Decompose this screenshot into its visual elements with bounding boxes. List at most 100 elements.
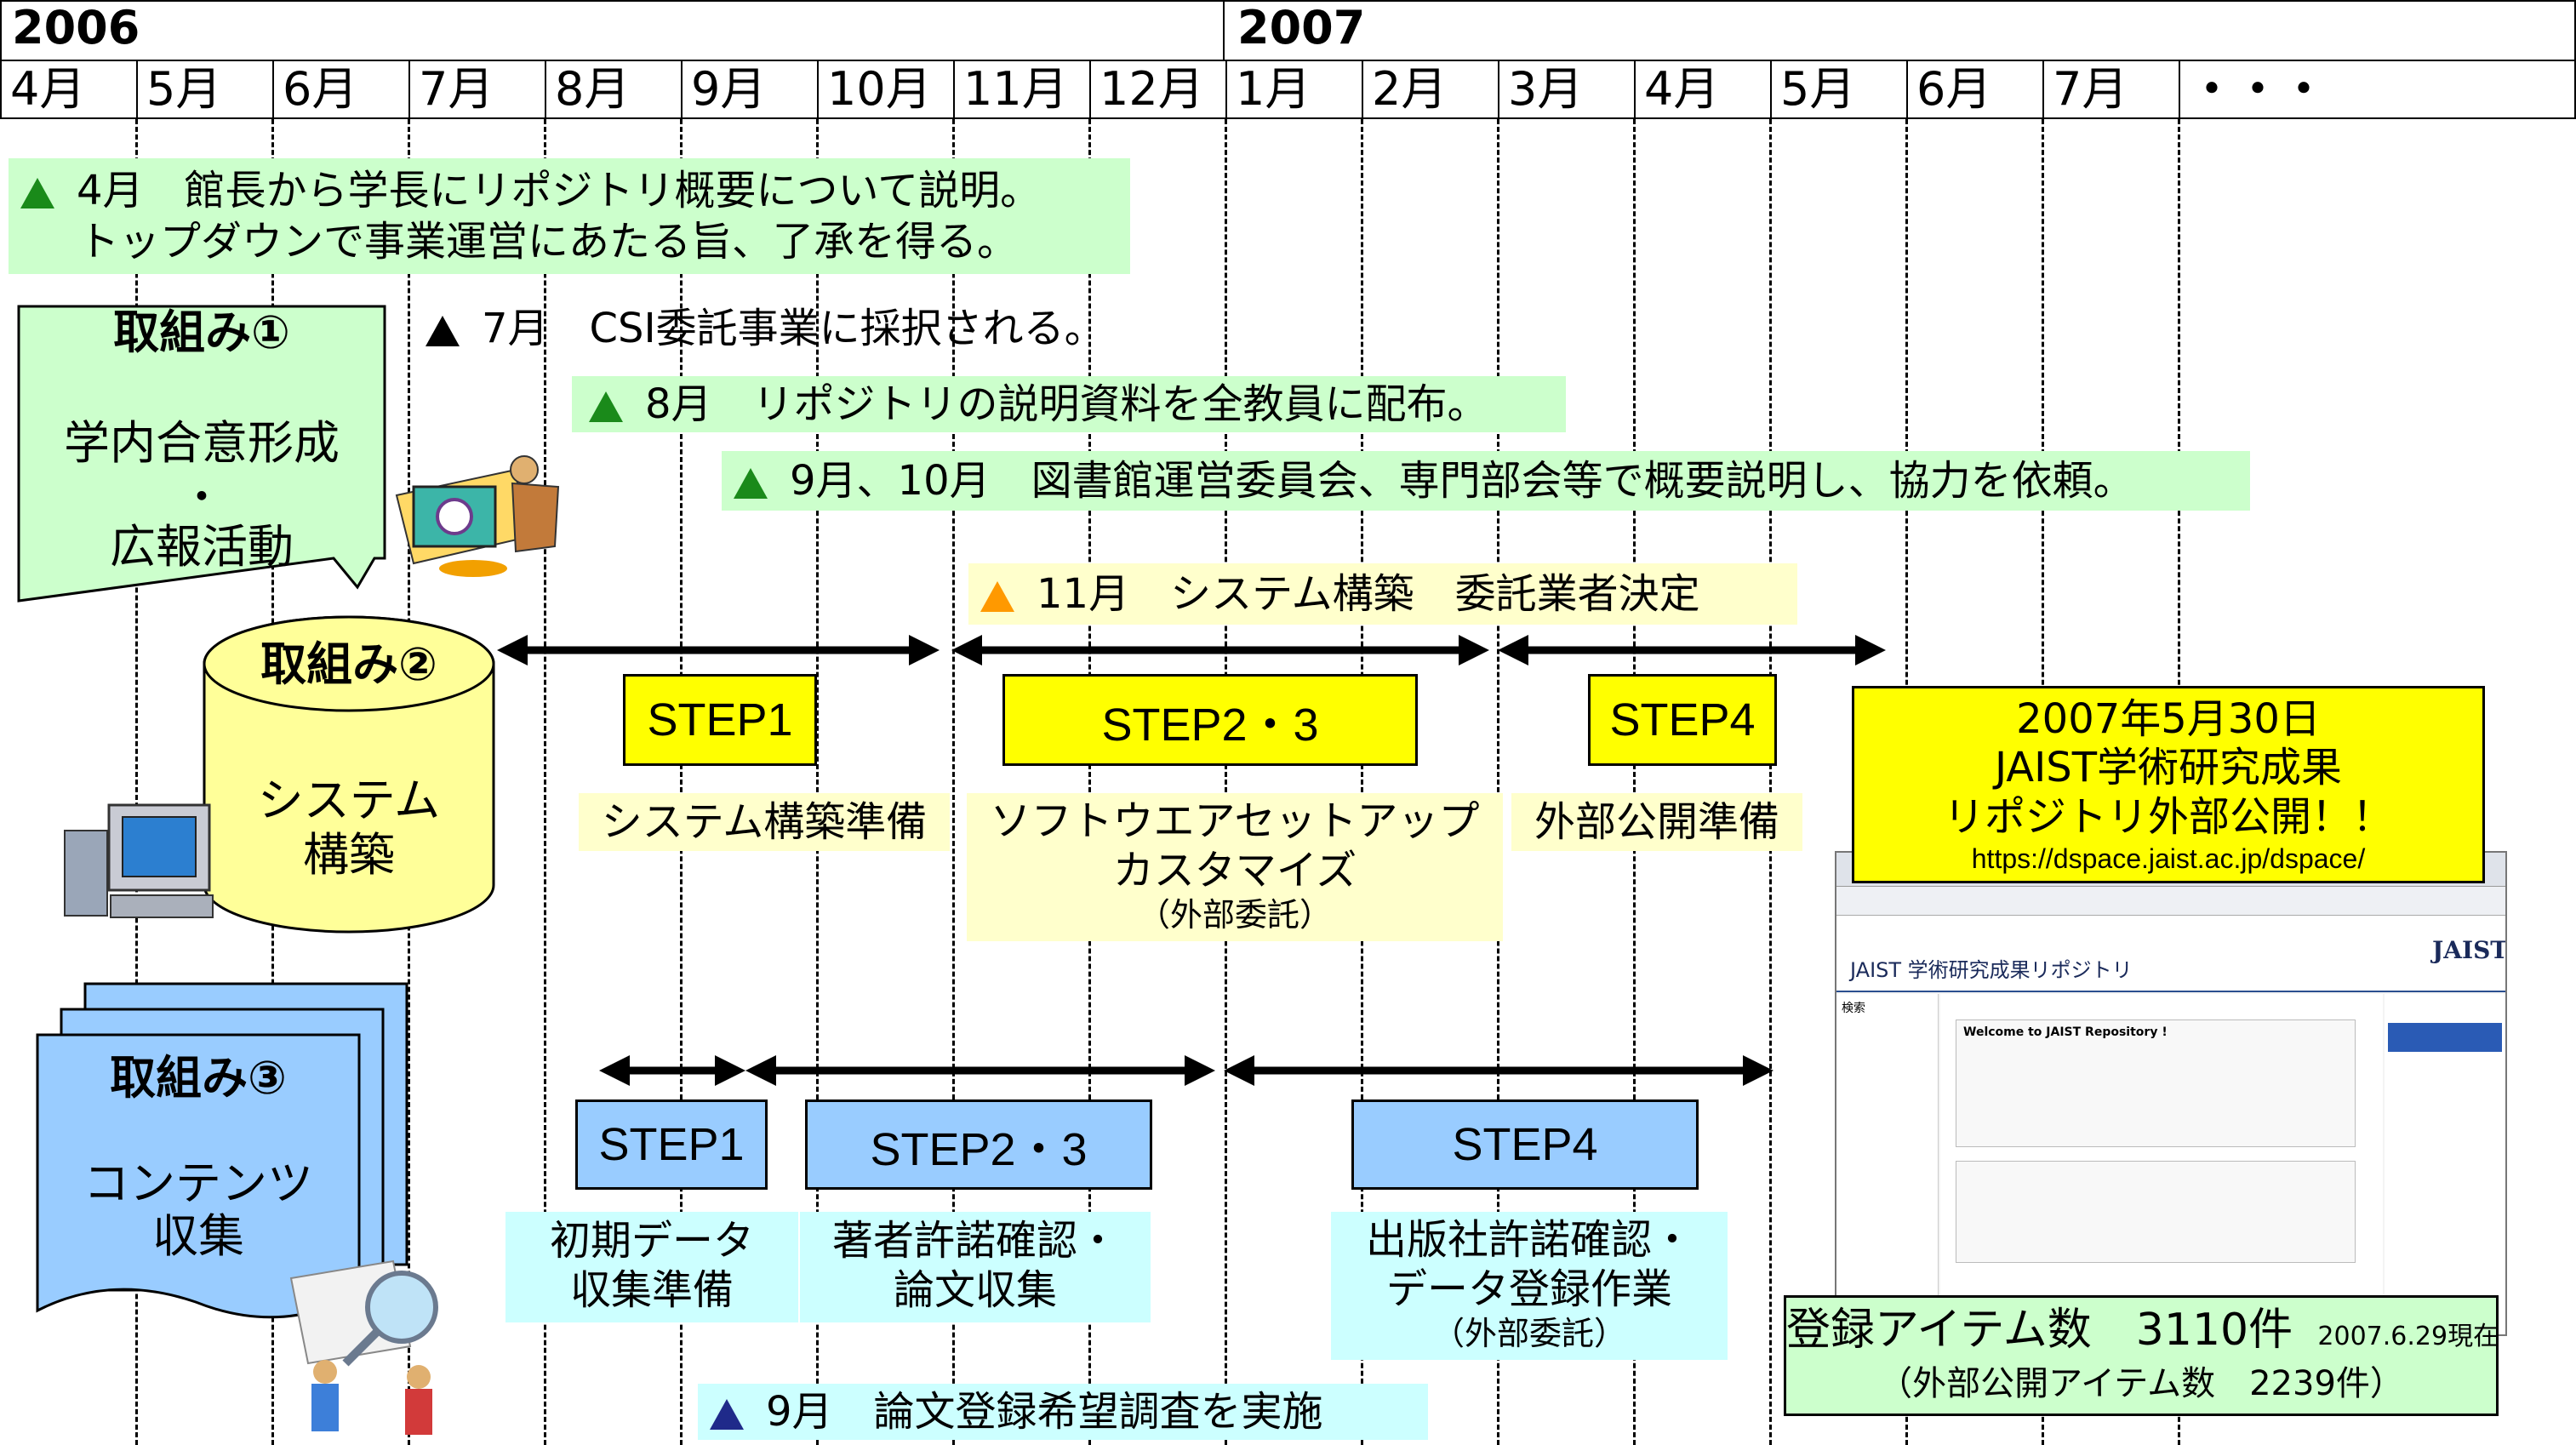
month-divider (545, 61, 546, 119)
initiative-3-line1: コンテンツ (83, 1157, 313, 1210)
initiative-2-line1: システム (257, 774, 441, 827)
month-gridline (544, 119, 546, 1445)
month-gridline (816, 119, 819, 1445)
repository-screenshot: JAIST 学術研究成果リポジトリ JAIST 検索 Welcome to JA… (1835, 851, 2507, 1336)
month-divider (2042, 61, 2044, 119)
browser-addressbar (1836, 887, 2505, 916)
cylinder-top (203, 615, 495, 712)
milestone-august-text: 8月 リポジトリの説明資料を全教員に配布。 (645, 380, 1488, 428)
month-label: 3月 (1508, 62, 1584, 116)
stats-line1: 登録アイテム数 3110件 (1786, 1305, 2293, 1356)
month-divider (1634, 61, 1636, 119)
month-divider (1225, 61, 1227, 119)
sidebar-search-label: 検索 (1842, 1002, 1865, 1015)
initiative-2-title: 取組み② (260, 637, 437, 691)
triangle-icon (710, 1399, 744, 1430)
month-label: 1月 (1236, 62, 1311, 116)
content-step1-box: STEP1 (575, 1099, 768, 1190)
milestone-sep-oct: 9月、10月 図書館運営委員会、専門部会等で概要説明し、協力を依頼。 (722, 451, 2250, 511)
welcome-panel: Welcome to JAIST Repository ! (1956, 1019, 2356, 1147)
triangle-icon (734, 468, 768, 499)
milestone-november: 11月 システム構築 委託業者決定 (968, 563, 1797, 625)
system-step1-arrow (497, 635, 940, 665)
info-panel (1956, 1161, 2356, 1263)
site-main: Welcome to JAIST Repository ! (1940, 994, 2383, 1334)
site-header: JAIST 学術研究成果リポジトリ JAIST (1836, 916, 2505, 992)
system-step4-box: STEP4 (1588, 674, 1777, 766)
content-step4-desc-sub: （外部委託） (1431, 1315, 1626, 1352)
year-divider (1223, 0, 1225, 61)
stats-callout: 登録アイテム数 3110件 2007.6.29現在 （外部公開アイテム数 223… (1784, 1295, 2499, 1416)
milestone-july-text: 7月 CSI委託事業に採択される。 (482, 305, 1105, 352)
presenter-clipart (395, 455, 560, 577)
site-title: JAIST 学術研究成果リポジトリ (1850, 958, 2133, 982)
month-divider (1089, 61, 1091, 119)
milestone-august: 8月 リポジトリの説明資料を全教員に配布。 (572, 376, 1566, 432)
content-step4-desc: 出版社許諾確認・ データ登録作業 （外部委託） (1331, 1212, 1728, 1360)
month-divider (1498, 61, 1499, 119)
milestone-april-line2: トップダウンで事業運営にあたる旨、了承を得る。 (78, 218, 1019, 266)
launch-url: https://dspace.jaist.ac.jp/dspace/ (1971, 843, 2366, 874)
content-step1-arrow (599, 1055, 745, 1086)
month-label: 2月 (1372, 62, 1448, 116)
system-step23-desc-line2: カスタマイズ (1112, 847, 1357, 894)
computer-clipart (64, 803, 214, 918)
initiative-1-line2: 広報活動 (110, 520, 294, 574)
header-divider (0, 60, 2576, 61)
month-label: 4月 (10, 62, 86, 116)
system-step23-desc: ソフトウエアセットアップ カスタマイズ （外部委託） (967, 793, 1503, 941)
month-label: 7月 (419, 62, 494, 116)
stats-line2: （外部公開アイテム数 2239件） (1878, 1364, 2404, 1403)
month-gridline (680, 119, 683, 1445)
system-step23-box: STEP2・3 (1002, 674, 1418, 766)
month-label: 8月 (555, 62, 631, 116)
content-step23-desc: 著者許諾確認・ 論文収集 (800, 1212, 1151, 1322)
initiative-3-line2: 収集 (152, 1209, 244, 1263)
month-divider (953, 61, 955, 119)
content-step4-desc-line2: データ登録作業 (1385, 1265, 1672, 1313)
month-divider (1906, 61, 1908, 119)
system-step1-box: STEP1 (623, 674, 817, 766)
month-label: 5月 (1780, 62, 1856, 116)
site-sidebar: 検索 (1836, 994, 1939, 1334)
bubble-shape (17, 305, 386, 603)
month-label: 4月 (1644, 62, 1720, 116)
system-step23-arrow (951, 635, 1489, 665)
milestone-november-text: 11月 システム構築 委託業者決定 (1037, 570, 1700, 618)
month-label: 6月 (283, 62, 358, 116)
language-box (2388, 1023, 2502, 1052)
month-divider (408, 61, 410, 119)
month-divider (2179, 61, 2180, 119)
content-step1-desc-line1: 初期データ (549, 1217, 754, 1265)
month-gridline (1225, 119, 1227, 1445)
month-gridline (1633, 119, 1636, 1445)
month-label: 5月 (146, 62, 222, 116)
launch-line1: JAIST学術研究成果 (1994, 744, 2343, 791)
triangle-icon (589, 391, 623, 422)
launch-date: 2007年5月30日 (2016, 695, 2321, 743)
month-gridline (1088, 119, 1091, 1445)
milestone-april: 4月 館長から学長にリポジトリ概要について説明。 トップダウンで事業運営にあたる… (9, 158, 1130, 274)
milestone-april-line1: 4月 館長から学長にリポジトリ概要について説明。 (77, 167, 1042, 214)
content-step4-arrow (1224, 1055, 1773, 1086)
content-step23-box: STEP2・3 (805, 1099, 1152, 1190)
initiative-1-dot: ・ (183, 476, 220, 519)
month-label: 6月 (1916, 62, 1992, 116)
milestone-sep-oct-text: 9月、10月 図書館運営委員会、専門部会等で概要説明し、協力を依頼。 (790, 457, 2134, 505)
month-gridline (1361, 119, 1363, 1445)
month-label: 11月 (963, 62, 1068, 116)
system-step23-desc-line1: ソフトウエアセットアップ (990, 797, 1480, 845)
initiative-2-line2: 構築 (303, 828, 395, 882)
month-divider (1362, 61, 1363, 119)
month-label: 12月 (1100, 62, 1204, 116)
initiative-1-title: 取組み① (113, 306, 290, 359)
researchers-clipart (289, 1259, 438, 1435)
initiative-1-line1: 学内合意形成 (64, 416, 340, 470)
content-step23-arrow (745, 1055, 1215, 1086)
month-gridline (1769, 119, 1772, 1445)
month-label: ・・・ (2189, 62, 2327, 116)
year-2006-label: 2006 (12, 1, 140, 54)
system-step1-desc: システム構築準備 (579, 793, 950, 851)
